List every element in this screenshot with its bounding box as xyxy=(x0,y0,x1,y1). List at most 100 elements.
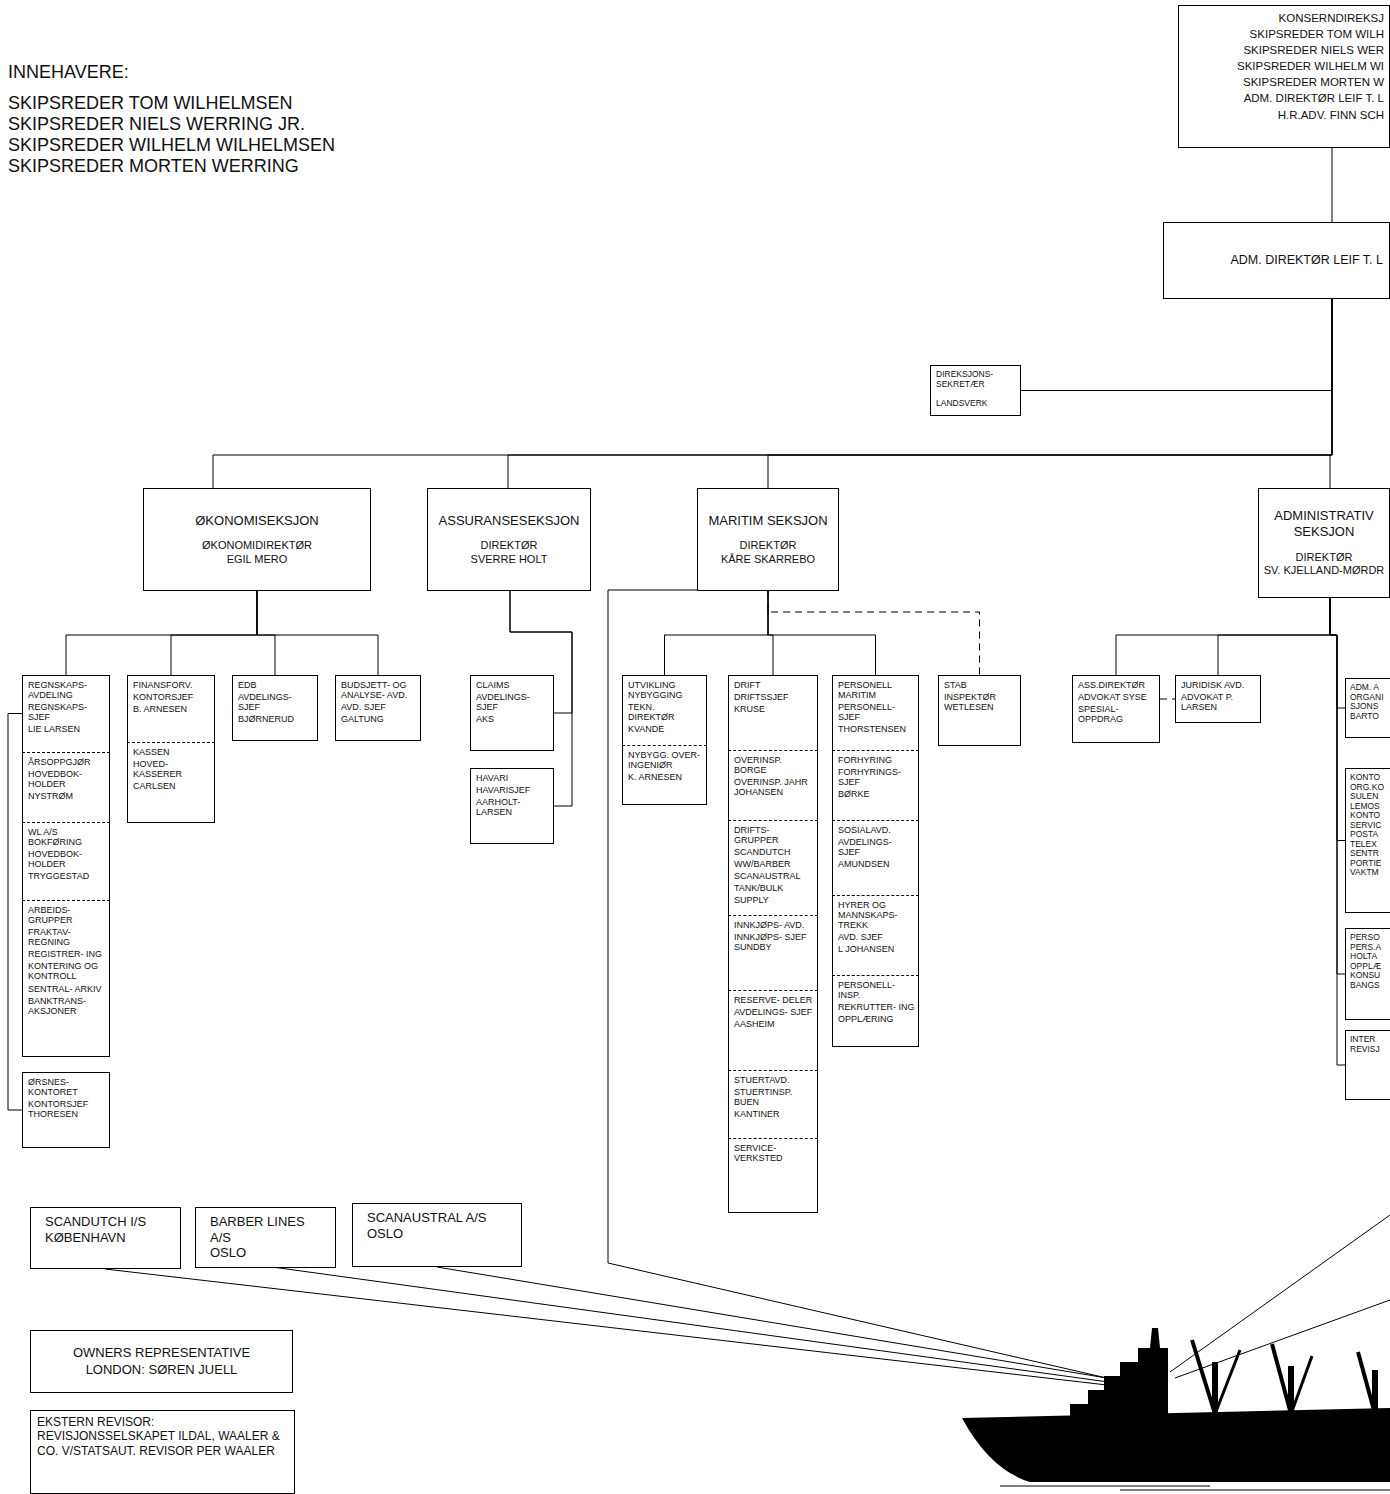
box-text: TEKN. DIREKTØR xyxy=(628,702,703,722)
owner-label: SKIPSREDER MORTEN WERRING xyxy=(8,156,299,176)
box-text: INNKJØPS- SJEF SUNDBY xyxy=(734,932,814,952)
box-text: KVANDE xyxy=(628,724,703,734)
box-text: DIREKTØR xyxy=(432,539,586,553)
box-text: AVDELINGS- SJEF xyxy=(476,692,550,712)
department-box: NYBYGG. OVER- INGENIØRK. ARNESEN xyxy=(622,745,707,805)
box-heading: OWNERS REPRESENTATIVE xyxy=(39,1345,284,1362)
box-heading: SCANAUSTRAL A/S xyxy=(367,1210,513,1226)
org-connector xyxy=(508,299,1332,488)
box-text: EGIL MERO xyxy=(148,553,366,567)
board-box: KONSERNDIREKSJSKIPSREDER TOM WILHSKIPSRE… xyxy=(1178,5,1390,148)
box-heading: EKSTERN REVISOR: xyxy=(37,1415,288,1429)
box-heading: INTER REVISJ xyxy=(1350,1035,1389,1054)
box-text: AVDELINGS- SJEF xyxy=(734,1007,814,1017)
box-text: LIE LARSEN xyxy=(28,724,106,734)
department-box: ASS.DIREKTØRADVOKAT SYSESPESIAL- OPPDRAG xyxy=(1072,675,1160,743)
box-heading: REGNSKAPS- AVDELING xyxy=(28,680,106,700)
box-heading: CLAIMS xyxy=(476,680,550,690)
box-heading: STAB xyxy=(944,680,1017,690)
company-box: SCANAUSTRAL A/SOSLO xyxy=(352,1203,522,1267)
box-heading: KONTO ORG.KO SULEN LEMOS KONTO SERVIC PO… xyxy=(1350,773,1389,878)
department-box: HYRER OG MANNSKAPS- TREKKAVD. SJEFL JOHA… xyxy=(832,895,919,975)
box-heading: ADM. DIREKTØR LEIF T. L xyxy=(1170,253,1383,268)
department-box: WL A/S BOKFØRINGHOVEDBOK- HOLDERTRYGGEST… xyxy=(22,822,110,900)
box-text: SCANAUSTRAL xyxy=(734,871,814,881)
box-heading: HYRER OG MANNSKAPS- TREKK xyxy=(838,900,915,930)
owner-label: SKIPSREDER WILHELM WILHELMSEN xyxy=(8,135,335,155)
department-box: HAVARIHAVARISJEFAARHOLT- LARSEN xyxy=(470,768,554,844)
box-text: TANK/BULK xyxy=(734,883,814,893)
box-text: STUERTINSP. BUEN xyxy=(734,1087,814,1107)
box-text: L JOHANSEN xyxy=(838,944,915,954)
department-box: ARBEIDS- GRUPPERFRAKTAV- REGNINGREGISTRE… xyxy=(22,900,110,1057)
box-text: ADVOKAT P. LARSEN xyxy=(1181,692,1257,712)
box-text: DIREKTØR xyxy=(1263,551,1385,565)
box-text: ØKONOMIDIREKTØR xyxy=(148,539,366,553)
department-box: EDBAVDELINGS- SJEFBJØRNERUD xyxy=(232,675,318,741)
box-text: KÅRE SKARREBO xyxy=(702,553,834,567)
box-text: TRYGGESTAD xyxy=(28,871,106,881)
box-text: SENTRAL- ARKIV xyxy=(28,984,106,994)
department-box: SERVICE- VERKSTED xyxy=(728,1138,818,1213)
box-text: REKRUTTER- ING xyxy=(838,1002,915,1012)
box-text: KONTERING OG KONTROLL xyxy=(28,961,106,981)
box-text: NYSTRØM xyxy=(28,791,106,801)
department-box: ØRSNES- KONTORETKONTORSJEF THORESEN xyxy=(22,1072,110,1148)
box-text: OPPLÆRING xyxy=(838,1014,915,1024)
org-connector xyxy=(8,714,22,1111)
box-text: WW/BARBER xyxy=(734,859,814,869)
box-text: SVERRE HOLT xyxy=(432,553,586,567)
box-text: AARHOLT- LARSEN xyxy=(476,797,550,817)
box-text: HOVED- KASSERER xyxy=(133,759,211,779)
secretary-box: DIREKSJONS- SEKRETÆRLANDSVERK xyxy=(930,365,1021,416)
box-text: PERSONELL- SJEF xyxy=(838,702,915,722)
department-box: FORHYRINGFORHYRINGS- SJEFBØRKE xyxy=(832,750,919,820)
department-box: STUERTAVD.STUERTINSP. BUENKANTINER xyxy=(728,1070,818,1138)
box-text: KRUSE xyxy=(734,704,814,714)
box-heading: FORHYRING xyxy=(838,755,915,765)
representative-box: OWNERS REPRESENTATIVELONDON: SØREN JUELL xyxy=(30,1330,293,1393)
box-heading: PERSONELL MARITIM xyxy=(838,680,915,700)
org-connector xyxy=(1330,299,1332,488)
box-heading: MARITIM SEKSJON xyxy=(702,513,834,529)
box-text: KØBENHAVN xyxy=(45,1230,172,1246)
box-text: ADVOKAT SYSE xyxy=(1078,692,1156,702)
box-text: AASHEIM xyxy=(734,1019,814,1029)
box-text: GALTUNG xyxy=(341,714,417,724)
box-text: OVERINSP. JAHR JOHANSEN xyxy=(734,777,814,797)
box-heading: PERSONELL- INSP. xyxy=(838,980,915,1000)
department-box: KASSENHOVED- KASSERERCARLSEN xyxy=(127,742,215,823)
box-text: FRAKTAV- REGNING xyxy=(28,927,106,947)
box-heading: ADMINISTRATIV SEKSJON xyxy=(1263,508,1385,541)
ship-derricks xyxy=(1192,1340,1375,1414)
org-connector xyxy=(257,591,275,675)
section-box: MARITIM SEKSJONDIREKTØRKÅRE SKARREBO xyxy=(697,488,839,591)
box-text: KANTINER xyxy=(734,1109,814,1119)
org-connector xyxy=(1330,598,1345,1065)
box-heading: ASS.DIREKTØR xyxy=(1078,680,1156,690)
org-connector xyxy=(66,591,257,675)
department-box: CLAIMSAVDELINGS- SJEFAKS xyxy=(470,675,554,751)
box-text: SUPPLY xyxy=(734,895,814,905)
department-box: PERSONELL MARITIMPERSONELL- SJEFTHORSTEN… xyxy=(832,675,919,750)
auditor-box: EKSTERN REVISOR:REVISJONSSELSKAPET ILDAL… xyxy=(30,1410,295,1494)
box-heading: EDB xyxy=(238,680,314,690)
ship-silhouette xyxy=(962,1328,1390,1482)
box-text: BANKTRANS- AKSJONER xyxy=(28,996,106,1016)
box-heading: ÅRSOPPGJØR xyxy=(28,757,106,767)
department-box: DRIFTDRIFTSSJEFKRUSE xyxy=(728,675,818,750)
box-text: HOVEDBOK- HOLDER xyxy=(28,849,106,869)
department-box: INTER REVISJ xyxy=(1345,1030,1390,1100)
box-text: OSLO xyxy=(367,1226,513,1242)
box-text: H.R.ADV. FINN SCH xyxy=(1183,107,1384,123)
org-connector xyxy=(1160,699,1175,700)
company-box: BARBER LINES A/SOSLO xyxy=(195,1207,336,1268)
box-text: LANDSVERK xyxy=(936,399,1017,409)
org-connector xyxy=(213,299,1332,488)
box-heading: HAVARI xyxy=(476,773,550,783)
org-connector xyxy=(665,591,769,675)
box-heading: BUDSJETT- OG ANALYSE- AVD. xyxy=(341,680,417,700)
org-connector xyxy=(1021,299,1332,391)
box-text: INSPEKTØR WETLESEN xyxy=(944,692,1017,712)
